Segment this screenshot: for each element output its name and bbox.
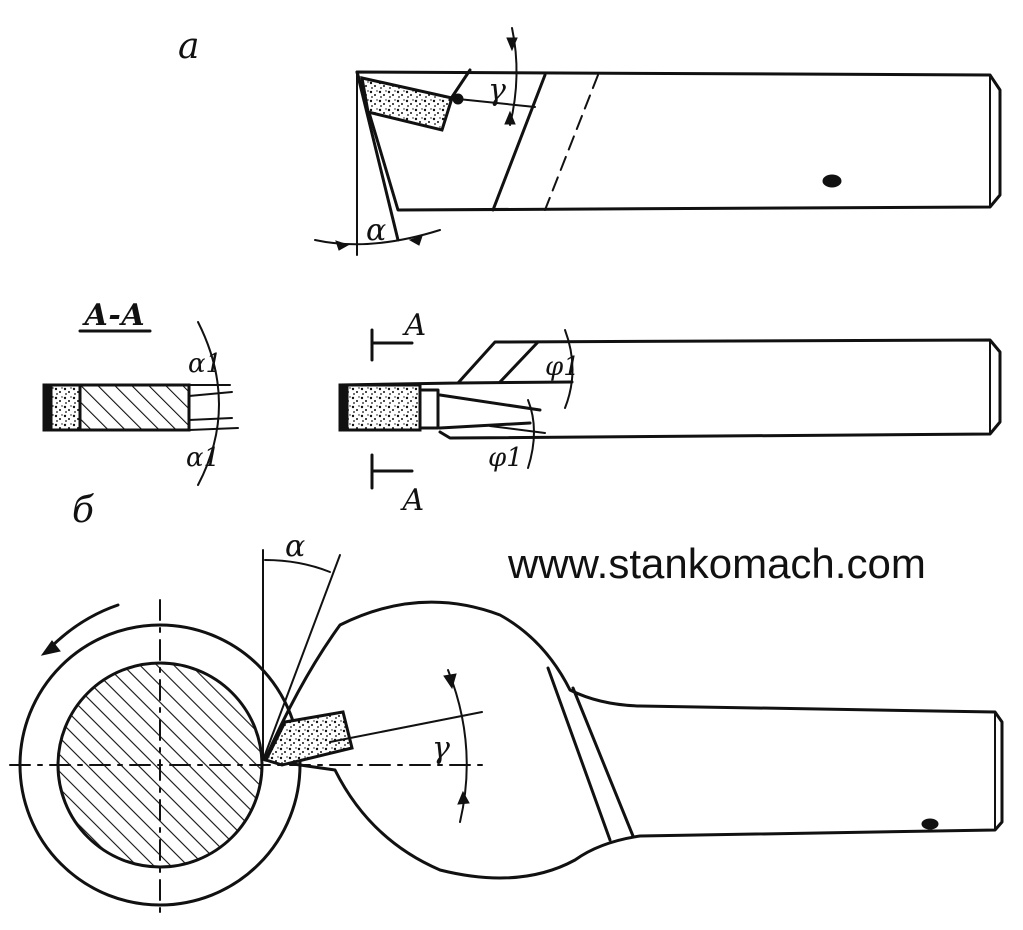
section-alpha1-top: α1 [188,349,222,379]
view-a-alpha-arc [314,229,441,246]
view-a-top-view: а γ α [178,26,1002,256]
side-view-edge-3 [438,393,542,412]
view-a-mark [822,174,842,188]
cutter-mark [921,818,939,830]
view-b-workpiece: б α γ [9,490,1004,921]
side-view-insert-edge [339,384,349,431]
gamma-arc [447,669,468,823]
phi1-top-label: φ1 [545,352,580,382]
cutter-insert [263,710,354,767]
side-view-seat [418,388,440,430]
gamma-arrow-top [443,673,457,690]
phi1-bottom-ray [489,425,546,434]
side-view-insert [338,383,422,432]
view-a-label: а [178,26,199,67]
view-a-rake-edge [448,68,472,102]
cut-label-bottom: А [400,483,425,518]
view-a-carbide-insert [360,76,454,132]
view-a-gamma-label: γ [488,73,506,108]
gamma-b-label: γ [432,731,450,766]
rotation-arrow [48,603,120,650]
view-a-gamma-arc [509,27,518,126]
phi1-bottom-label: φ1 [488,443,523,473]
side-view-edge-4 [438,421,532,430]
side-view-edge-2 [498,340,540,384]
cutter-bevel-2 [571,686,635,838]
section-ref-3 [188,417,233,421]
cutter-bevel-1 [546,666,612,842]
section-edge [43,384,53,431]
watermark-url: www.stankomach.com [507,540,926,587]
view-a-gamma-ray [457,98,536,108]
rotation-arrow-head [40,640,61,656]
view-a-hidden-line [544,74,599,211]
section-title: А-А [82,298,145,333]
view-a-bevel-line [491,73,547,212]
view-a-alpha-arrow-2 [408,235,423,246]
phi1-top-arc [564,329,574,409]
cutter-head-outline [263,600,1004,880]
side-view: А А φ1 φ1 [338,308,1002,518]
side-view-edge-1 [456,380,574,385]
section-ref-2 [188,391,233,397]
alpha-arc [264,559,331,573]
gamma-ray [329,711,483,743]
view-a-alpha-label: α [366,213,386,248]
section-ref-4 [188,427,239,431]
alpha-ref-inclined [262,554,341,761]
section-a-a: А-А α1 α1 [42,298,239,486]
view-a-gamma-arrow-2 [504,110,516,125]
view-a-alpha-arrow [335,240,350,251]
section-angle-arc [197,321,220,486]
gamma-arrow-bottom [457,790,470,805]
view-a-gamma-arrow [506,37,518,52]
side-view-shank-outline [338,338,1002,440]
cut-label-top: А [402,308,427,343]
section-alpha1-bottom: α1 [186,443,220,473]
view-a-flank-line [355,70,400,242]
alpha-b-label: α [285,529,305,564]
view-b-label: б [72,490,95,531]
